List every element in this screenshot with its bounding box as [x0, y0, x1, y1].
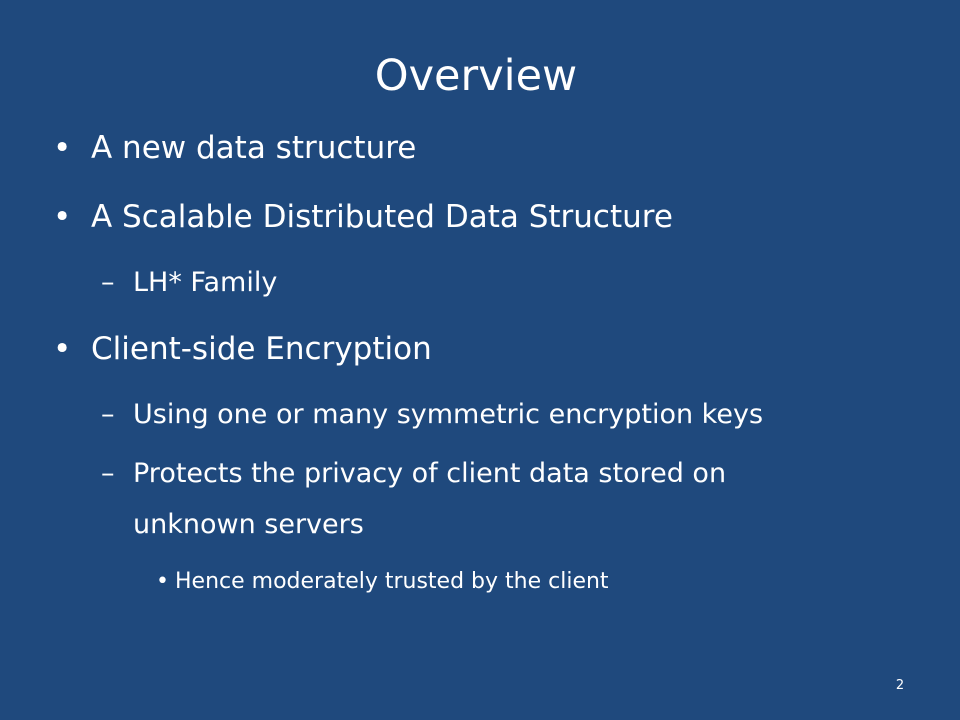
slide-number: 2	[895, 678, 905, 693]
bullet-marker: •	[53, 130, 72, 166]
sub-sub-bullet-text: Hence moderately trusted by the client	[175, 569, 609, 594]
bullet-marker: •	[156, 569, 169, 594]
sub-bullet-text: Protects the privacy of client data stor…	[133, 458, 727, 489]
bullet-text: A new data structure	[91, 130, 417, 166]
bullet-text: A Scalable Distributed Data Structure	[91, 199, 673, 235]
dash-marker: –	[101, 399, 115, 430]
bullet-marker: •	[53, 199, 72, 235]
dash-marker: –	[101, 458, 115, 489]
sub-bullet-text: LH* Family	[133, 267, 278, 298]
slide-title: Overview	[374, 51, 578, 101]
bullet-marker: •	[53, 331, 72, 367]
sub-bullet-text-continuation: unknown servers	[133, 509, 364, 540]
dash-marker: –	[101, 267, 115, 298]
sub-bullet-text: Using one or many symmetric encryption k…	[133, 399, 764, 430]
bullet-text: Client-side Encryption	[91, 331, 432, 367]
